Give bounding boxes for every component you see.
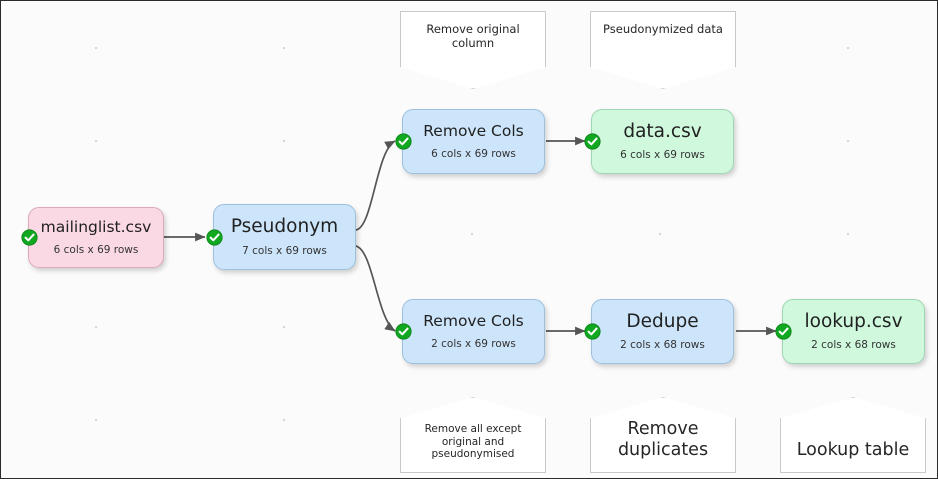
status-ok-icon <box>206 228 223 246</box>
status-ok-icon <box>584 133 601 150</box>
node-remove-cols-top[interactable]: Remove Cols 6 cols x 69 rows <box>395 109 545 174</box>
status-ok-icon <box>21 229 38 246</box>
node-subtitle: 2 cols x 68 rows <box>811 339 896 352</box>
note-remove-all-except[interactable]: Remove all except original and pseudonym… <box>400 397 546 473</box>
note-text: Lookup table <box>796 440 910 460</box>
status-ok-icon <box>584 323 601 340</box>
status-ok-icon <box>775 323 792 340</box>
note-pseudonymized-data[interactable]: Pseudonymized data <box>590 11 736 89</box>
node-data-csv[interactable]: data.csv 6 cols x 69 rows <box>584 109 734 174</box>
node-subtitle: 6 cols x 69 rows <box>431 147 516 160</box>
node-title: Remove Cols <box>423 312 524 331</box>
node-title: Pseudonym <box>230 216 339 238</box>
node-subtitle: 6 cols x 69 rows <box>620 149 705 162</box>
status-ok-icon <box>395 323 412 340</box>
node-title: Remove Cols <box>423 122 524 141</box>
note-lookup-table[interactable]: Lookup table <box>780 397 926 473</box>
note-text: Remove duplicates <box>617 419 709 460</box>
node-title: lookup.csv <box>804 310 903 332</box>
node-remove-cols-bottom[interactable]: Remove Cols 2 cols x 69 rows <box>395 299 545 364</box>
node-title: data.csv <box>623 120 702 142</box>
edge-pseudonym-to-remove-cols-top <box>355 140 396 231</box>
note-text: Pseudonymized data <box>603 22 723 36</box>
note-text: Remove original column <box>426 22 520 50</box>
node-subtitle: 2 cols x 68 rows <box>620 339 705 352</box>
node-title: mailinglist.csv <box>40 218 152 237</box>
note-remove-duplicates[interactable]: Remove duplicates <box>590 397 736 473</box>
node-subtitle: 7 cols x 69 rows <box>242 244 327 257</box>
status-ok-icon <box>395 133 412 150</box>
edge-pseudonym-to-remove-cols-bottom <box>355 245 396 332</box>
node-dedupe[interactable]: Dedupe 2 cols x 68 rows <box>584 299 734 364</box>
node-lookup-csv[interactable]: lookup.csv 2 cols x 68 rows <box>775 299 925 364</box>
node-subtitle: 6 cols x 69 rows <box>53 243 139 256</box>
note-remove-original-column[interactable]: Remove original column <box>400 11 546 89</box>
node-mailinglist-csv[interactable]: mailinglist.csv 6 cols x 69 rows <box>21 207 164 268</box>
node-pseudonym[interactable]: Pseudonym 7 cols x 69 rows <box>206 204 356 270</box>
note-text: Remove all except original and pseudonym… <box>424 423 522 461</box>
node-title: Dedupe <box>626 310 699 332</box>
node-subtitle: 2 cols x 69 rows <box>431 337 516 350</box>
